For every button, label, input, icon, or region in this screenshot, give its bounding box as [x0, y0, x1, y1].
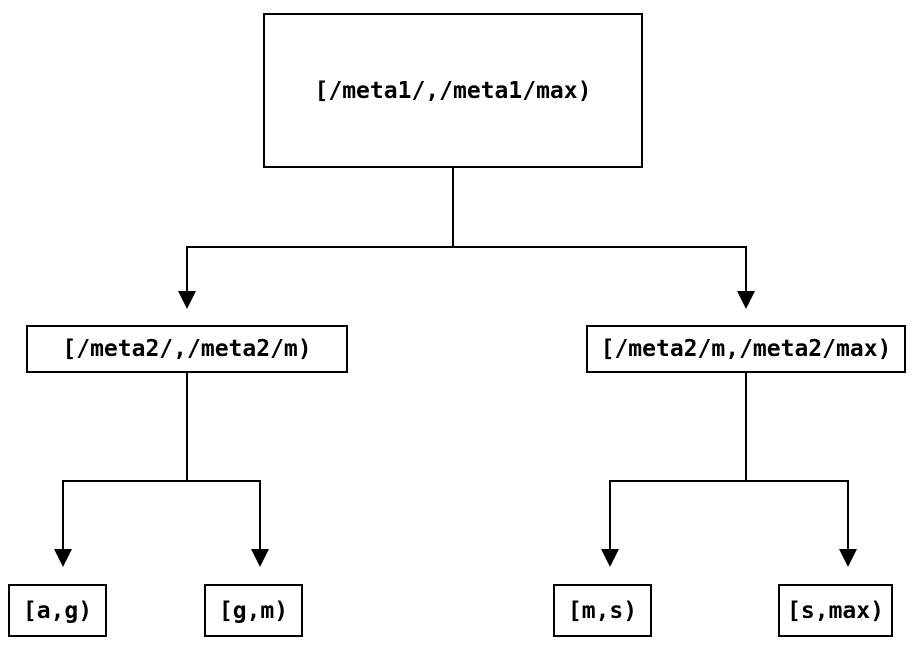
- node-left-interval: [/meta2/,/meta2/m): [26, 325, 348, 373]
- arrowhead-leaf-ms: [601, 549, 619, 567]
- arrowhead-leaf-ag: [54, 549, 72, 567]
- node-right-interval: [/meta2/m,/meta2/max): [586, 325, 906, 373]
- node-leaf-ag: [a,g): [8, 584, 107, 637]
- node-leaf-smax: [s,max): [778, 584, 893, 637]
- arrowhead-left-node: [178, 291, 196, 309]
- arrowhead-leaf-gm: [251, 549, 269, 567]
- node-leaf-ms: [m,s): [553, 584, 652, 637]
- arrowhead-leaf-smax: [839, 549, 857, 567]
- node-leaf-gm: [g,m): [204, 584, 303, 637]
- node-root-interval: [/meta1/,/meta1/max): [263, 13, 643, 168]
- arrowhead-right-node: [737, 291, 755, 309]
